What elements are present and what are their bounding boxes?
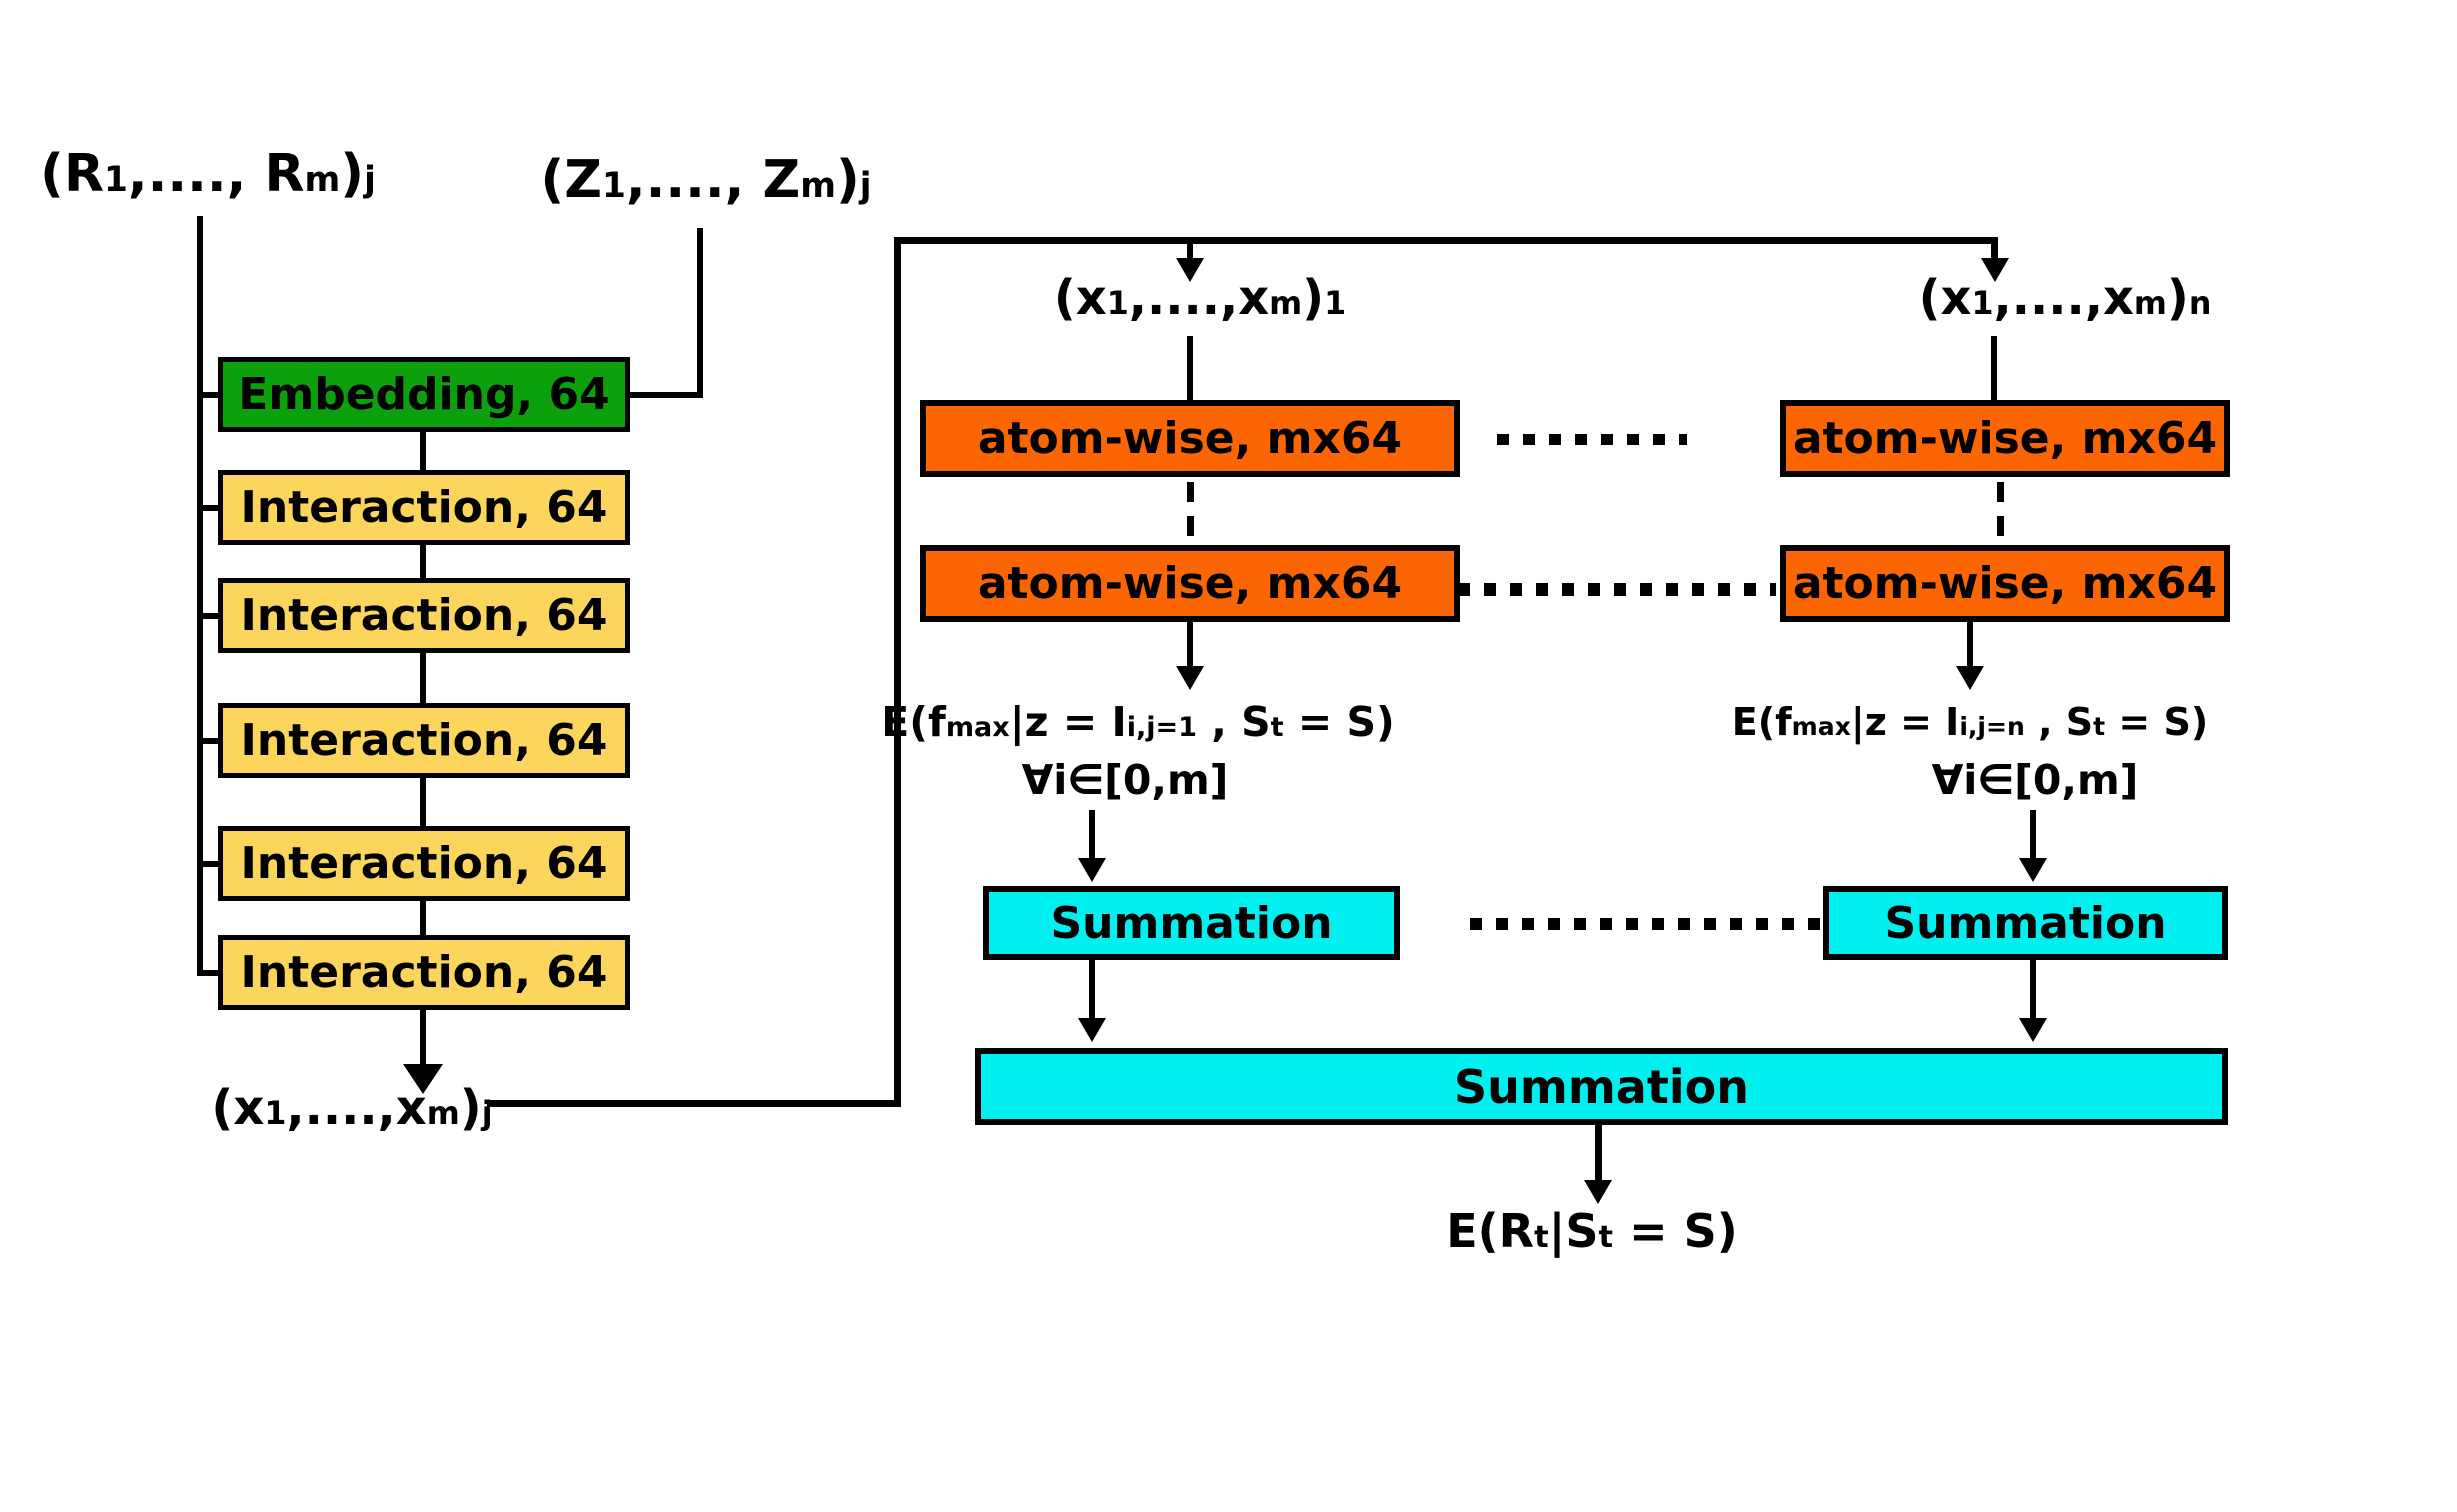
z-input-tick: [626, 392, 703, 398]
final-output-label: E(Rt|St = S): [1446, 1204, 1738, 1258]
interaction-box-2: Interaction, 64: [218, 578, 630, 653]
col1-atom-wise-box-top: atom-wise, mx64: [920, 400, 1460, 477]
route-vertical-riser: [894, 237, 901, 1107]
ellipsis-dots-atom-row-2: [1458, 583, 1776, 596]
output-arrow-head: [403, 1064, 443, 1094]
col1-forall-label: ∀i∈[0,m]: [1021, 756, 1229, 804]
branch-arrow-col2-stem: [1991, 244, 1998, 258]
col1-header-to-atom-line: [1187, 336, 1193, 400]
branch-arrow-col1-head: [1176, 258, 1204, 282]
skip-tick-interaction-5: [197, 970, 223, 976]
interaction-box-5: Interaction, 64: [218, 935, 630, 1010]
col1-header-label: (x1,....,xm)1: [1053, 270, 1347, 326]
col2-to-summation-head: [2019, 858, 2047, 882]
ellipsis-dots-atom-row-1: [1497, 434, 1687, 445]
input-label-z: (Z1,...., Zm)j: [540, 150, 872, 210]
skip-tick-interaction-2: [197, 613, 223, 619]
skip-tick-interaction-4: [197, 861, 223, 867]
col2-to-summation-stem: [2030, 810, 2036, 858]
col2-expectation-label: E(fmax|z = Ii,j=n , St = S): [1731, 700, 2209, 744]
input-label-r: (R1,...., Rm)j: [40, 144, 376, 204]
final-output-arrow-stem: [1595, 1125, 1602, 1180]
col1-summation-box: Summation: [983, 886, 1400, 960]
skip-tick-interaction-1: [197, 505, 223, 511]
interaction-box-4: Interaction, 64: [218, 826, 630, 901]
col2-dashed-connector: [1997, 482, 2004, 543]
final-summation-box: Summation: [975, 1048, 2228, 1125]
col2-atom-to-expectation-stem: [1967, 622, 1973, 666]
connector-i2-i3: [420, 653, 426, 703]
embedding-box: Embedding, 64: [218, 357, 630, 432]
col1-to-summation-head: [1078, 858, 1106, 882]
interaction-box-3: Interaction, 64: [218, 703, 630, 778]
z-input-line: [697, 228, 703, 398]
interaction-box-1: Interaction, 64: [218, 470, 630, 545]
col2-atom-wise-box-bottom: atom-wise, mx64: [1780, 545, 2230, 622]
col2-to-final-stem: [2030, 960, 2036, 1018]
col2-to-final-head: [2019, 1018, 2047, 1042]
connector-i4-i5: [420, 901, 426, 935]
branch-arrow-col1-stem: [1187, 244, 1193, 258]
col2-forall-label: ∀i∈[0,m]: [1931, 756, 2139, 804]
col1-expectation-label: E(fmax|z = Ii,j=1 , St = S): [881, 698, 1395, 746]
final-output-arrow-head: [1584, 1180, 1612, 1204]
col1-atom-to-expectation-head: [1176, 666, 1204, 690]
route-top-horizontal: [894, 237, 1998, 244]
left-output-label: (x1,....,xm)j: [211, 1080, 493, 1136]
col1-atom-wise-box-bottom: atom-wise, mx64: [920, 545, 1460, 622]
branch-arrow-col2-head: [1981, 258, 2009, 282]
col1-to-summation-stem: [1089, 810, 1095, 858]
col1-dashed-connector: [1187, 482, 1194, 543]
col1-to-final-stem: [1089, 960, 1095, 1018]
skip-connection-line: [197, 216, 203, 976]
col1-to-final-head: [1078, 1018, 1106, 1042]
connector-i1-i2: [420, 545, 426, 578]
skip-tick-embedding: [197, 392, 223, 398]
col2-summation-box: Summation: [1823, 886, 2228, 960]
col2-atom-to-expectation-head: [1956, 666, 1984, 690]
ellipsis-dots-summation-row: [1470, 918, 1820, 930]
col1-atom-to-expectation-stem: [1187, 622, 1193, 666]
col2-header-to-atom-line: [1991, 336, 1997, 400]
col2-atom-wise-box-top: atom-wise, mx64: [1780, 400, 2230, 477]
output-arrow-stem: [420, 1010, 426, 1064]
connector-embedding-i1: [420, 432, 426, 470]
connector-i3-i4: [420, 778, 426, 826]
col2-header-label: (x1,....,xm)n: [1918, 270, 2212, 326]
skip-tick-interaction-3: [197, 738, 223, 744]
route-bottom-horizontal: [487, 1100, 901, 1107]
